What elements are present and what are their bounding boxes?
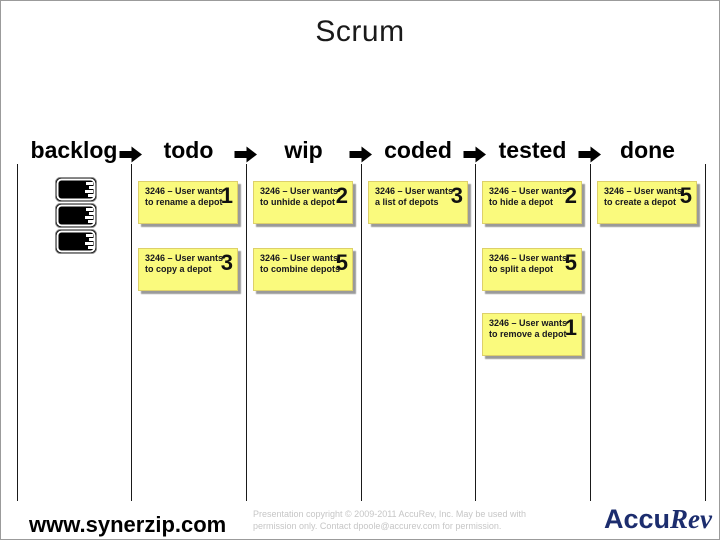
flow-arrow-icon	[463, 146, 487, 163]
story-points-badge: 5	[335, 250, 348, 275]
accurev-logo-rev: Rev	[670, 504, 713, 534]
slide-title: Scrum	[315, 15, 405, 48]
column-header-done: done	[620, 137, 675, 163]
column-header-backlog: backlog	[30, 137, 118, 163]
backlog-card-icon	[55, 203, 97, 228]
story-points-badge: 2	[564, 183, 577, 208]
website-link[interactable]: www.synerzip.com	[29, 512, 227, 537]
copyright-line-1: Presentation copyright © 2009-2011 AccuR…	[253, 509, 526, 519]
column-header-todo: todo	[163, 137, 214, 163]
column-divider-line	[17, 164, 18, 501]
story-points-badge: 5	[564, 250, 577, 275]
story-points-badge: 1	[220, 183, 233, 208]
column-header-tested: tested	[498, 137, 567, 163]
flow-arrow-icon	[349, 146, 373, 163]
accurev-logo: AccuRev	[604, 505, 712, 533]
column-divider-line	[705, 164, 706, 501]
story-points-badge: 1	[564, 315, 577, 340]
flow-arrow-icon	[234, 146, 258, 163]
story-points-badge: 2	[335, 183, 348, 208]
story-points-badge: 3	[220, 250, 233, 275]
column-header-coded: coded	[384, 137, 452, 163]
column-divider-line	[131, 164, 132, 501]
column-header-wip: wip	[284, 137, 323, 163]
story-points-badge: 5	[679, 183, 692, 208]
column-divider-line	[475, 164, 476, 501]
copyright-text: Presentation copyright © 2009-2011 AccuR…	[253, 509, 526, 532]
backlog-card-icon	[55, 177, 97, 202]
copyright-line-2: permission only. Contact dpoole@accurev.…	[253, 520, 502, 531]
backlog-card-icon	[55, 229, 97, 254]
column-divider-line	[590, 164, 591, 501]
story-points-badge: 3	[450, 183, 463, 208]
flow-arrow-icon	[119, 146, 143, 163]
flow-arrow-icon	[578, 146, 602, 163]
column-divider-line	[246, 164, 247, 501]
accurev-logo-accu: Accu	[604, 504, 671, 534]
column-divider-line	[361, 164, 362, 501]
